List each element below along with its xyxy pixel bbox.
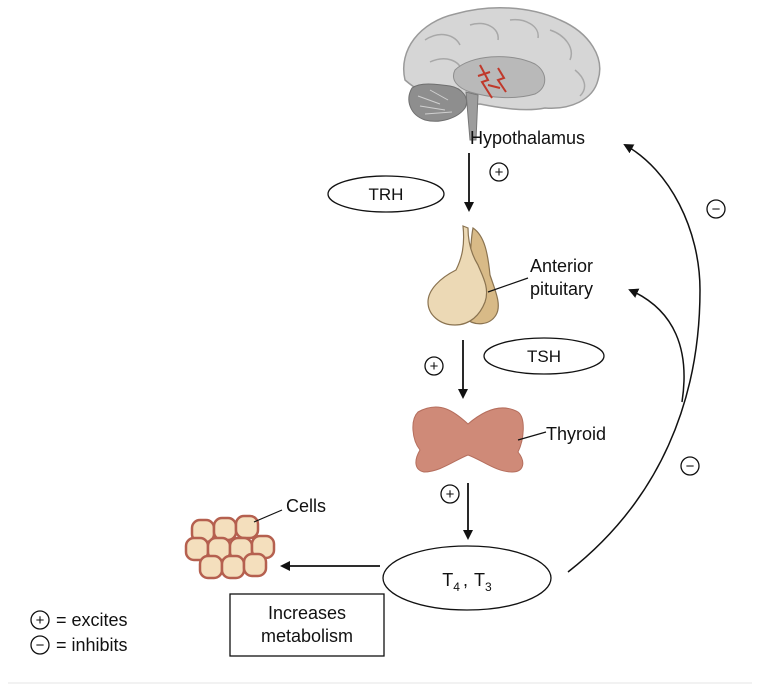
hypothalamus-label: Hypothalamus [470, 128, 585, 148]
minus-sign-pituitary: − [680, 456, 700, 476]
anterior-label: Anterior [530, 256, 593, 276]
thyroid-leader-line [517, 431, 547, 441]
t4-t3-label: T4,T3 [442, 570, 492, 594]
trh-label: TRH [369, 185, 404, 204]
thyroid-label: Thyroid [546, 424, 606, 444]
trh-badge: TRH [327, 175, 445, 213]
t4-t3-badge: T4,T3 [382, 545, 552, 611]
pituitary-leader-line [487, 277, 529, 293]
increases-metabolism-box: Increases metabolism [229, 593, 385, 657]
plus-sign-trh: + [489, 162, 509, 182]
svg-text:+: + [36, 612, 45, 629]
cells-leader-line [253, 509, 283, 523]
svg-text:−: − [686, 458, 695, 475]
plus-sign-tsh: + [424, 356, 444, 376]
svg-text:−: − [712, 201, 721, 218]
legend-minus-icon: − [30, 635, 50, 655]
thyroid-icon [412, 406, 524, 473]
svg-text:+: + [446, 486, 455, 503]
pituitary-label: pituitary [530, 279, 593, 299]
cells-label: Cells [286, 496, 326, 516]
legend-plus-icon: + [30, 610, 50, 630]
svg-text:−: − [36, 637, 45, 654]
svg-text:+: + [430, 358, 439, 375]
increases-label: Increases [268, 603, 346, 623]
legend-inhibits: = inhibits [56, 635, 128, 655]
pituitary-icon [427, 225, 499, 326]
feedback-to-hypothalamus-arrow [567, 144, 701, 573]
plus-sign-t4t3: + [440, 484, 460, 504]
feedback-to-pituitary-arrow [628, 288, 685, 403]
cells-icon [184, 514, 276, 580]
legend-excites: = excites [56, 610, 128, 630]
minus-sign-hypothalamus: − [706, 199, 726, 219]
tsh-badge: TSH [483, 337, 605, 375]
tsh-label: TSH [527, 347, 561, 366]
metabolism-label: metabolism [261, 626, 353, 646]
brain-icon [403, 7, 601, 141]
legend: + = excites − = inhibits [30, 610, 128, 655]
svg-text:+: + [495, 164, 504, 181]
